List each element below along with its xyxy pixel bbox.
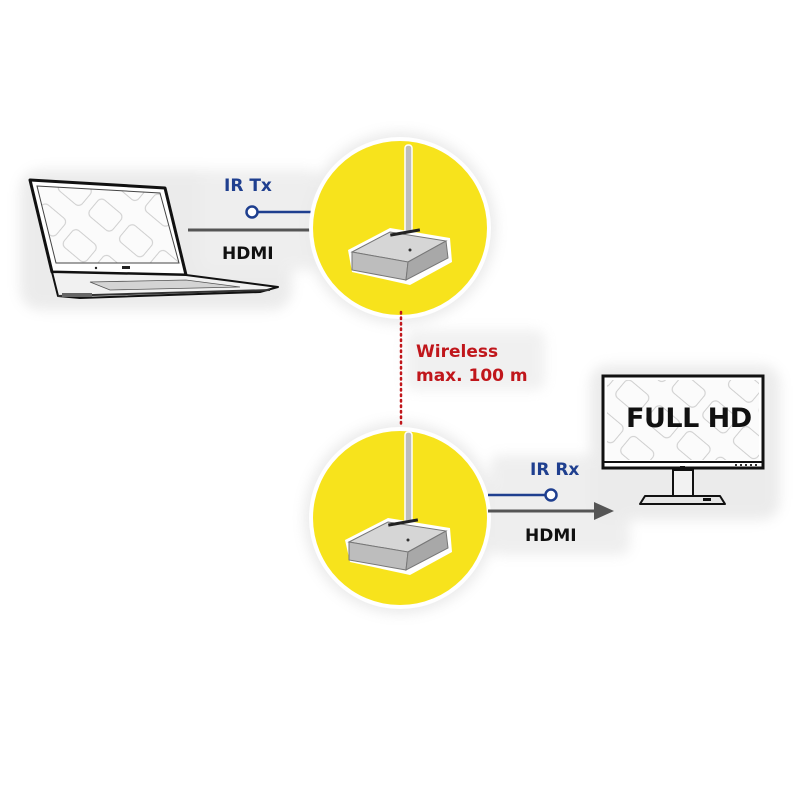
- ir-rx-label: IR Rx: [530, 460, 580, 480]
- transmitter-antenna-icon: [348, 144, 452, 285]
- monitor-screen-text: FULL HD: [626, 403, 752, 434]
- hdmi-arrow-icon: [594, 502, 614, 520]
- monitor-icon: [601, 374, 765, 505]
- ir-tx-label: IR Tx: [224, 176, 272, 196]
- ir-tx-port-icon: [245, 205, 259, 219]
- laptop-icon: [28, 178, 279, 299]
- wireless-range-label: max. 100 m: [416, 366, 528, 386]
- wireless-label: Wireless: [416, 342, 499, 362]
- receiver-circle: [313, 431, 487, 605]
- receiver-antenna-icon: [345, 431, 452, 575]
- transmitter-circle: [313, 141, 487, 315]
- hdmi-out-label: HDMI: [525, 526, 577, 546]
- ir-rx-port-icon: [544, 488, 558, 502]
- hdmi-in-label: HDMI: [222, 244, 274, 264]
